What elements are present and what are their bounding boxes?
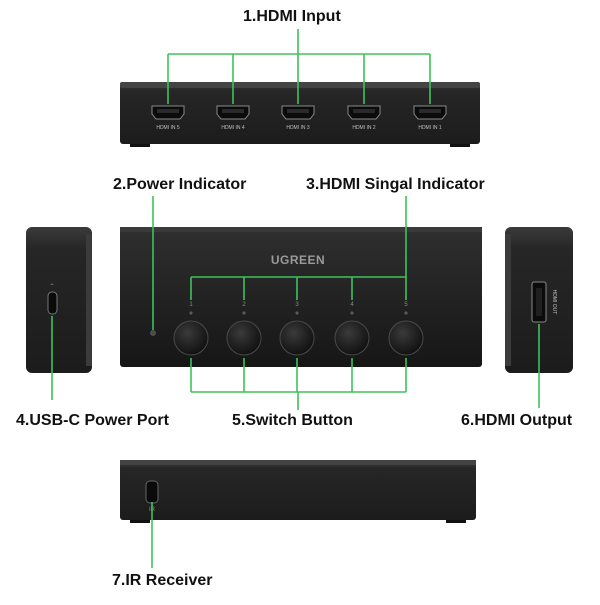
ir-side-top-edge xyxy=(120,460,476,465)
switch-button-group: 2 xyxy=(226,302,262,356)
hdmi-port-label: HDMI IN 4 xyxy=(221,125,245,131)
usbc-port xyxy=(47,291,58,315)
back-panel-top-edge xyxy=(120,82,480,88)
button-number: 2 xyxy=(242,302,246,308)
signal-indicator-leader xyxy=(190,196,407,300)
hdmi-port-contacts xyxy=(222,109,244,113)
hdmi-port-label: HDMI IN 1 xyxy=(418,125,442,131)
power-led xyxy=(150,330,156,336)
hdmi-port-contacts xyxy=(353,109,375,113)
hdmi-input-leader xyxy=(167,29,431,104)
label-ir-receiver: 7.IR Receiver xyxy=(112,572,213,589)
label-hdmi-input: 1.HDMI Input xyxy=(243,8,341,25)
switch-button-leader xyxy=(190,358,407,410)
switch-button-group: 3 xyxy=(279,302,315,356)
signal-indicator-led xyxy=(295,311,299,315)
hdmi-output-label: HDMI OUT xyxy=(551,290,557,315)
leader-lines xyxy=(51,29,540,568)
ir-foot-left xyxy=(130,520,150,523)
hdmi-output-inner xyxy=(536,288,542,316)
label-signal-indicator: 3.HDMI Singal Indicator xyxy=(306,176,485,193)
hdmi-port-contacts xyxy=(157,109,179,113)
ir-side-panel xyxy=(120,460,476,520)
button-number: 5 xyxy=(404,302,408,308)
back-view: HDMI IN 5 HDMI IN 4 HDMI IN 3 HDMI IN 2 HDMI… xyxy=(120,82,480,147)
switch-button-group: 5 xyxy=(388,302,424,356)
hdmi-input-port: HDMI IN 3 xyxy=(281,105,315,131)
ir-window xyxy=(145,480,159,504)
label-switch-button: 5.Switch Button xyxy=(232,412,353,429)
hdmi-input-port: HDMI IN 4 xyxy=(216,105,250,131)
front-panel-top-edge xyxy=(120,227,482,232)
switch-button-group: 1 xyxy=(173,302,209,356)
signal-indicator-led xyxy=(242,311,246,315)
back-foot-left xyxy=(130,144,150,147)
hdmi-port-label: HDMI IN 3 xyxy=(286,125,310,131)
label-power-indicator: 2.Power Indicator xyxy=(113,176,247,193)
switch-button[interactable] xyxy=(388,320,424,356)
right-side-view: HDMI OUT xyxy=(505,227,573,373)
button-number: 1 xyxy=(189,302,193,308)
left-side-edge xyxy=(86,234,92,366)
brand-logo: UGREEN xyxy=(271,253,325,267)
signal-indicator-led xyxy=(404,311,408,315)
hdmi-input-ports: HDMI IN 5 HDMI IN 4 HDMI IN 3 HDMI IN 2 HDMI… xyxy=(151,105,447,131)
label-usbc-power-port: 4.USB-C Power Port xyxy=(16,412,169,429)
hdmi-input-port: HDMI IN 5 xyxy=(151,105,185,131)
signal-indicator-led xyxy=(189,311,193,315)
switch-button[interactable] xyxy=(173,320,209,356)
hdmi-port-contacts xyxy=(287,109,309,113)
switch-button-group: 4 xyxy=(334,302,370,356)
left-side-panel xyxy=(26,227,92,373)
hdmi-input-port: HDMI IN 1 xyxy=(413,105,447,131)
button-number: 3 xyxy=(295,302,299,308)
signal-indicator-led xyxy=(350,311,354,315)
button-number: 4 xyxy=(350,302,354,308)
hdmi-port-label: HDMI IN 5 xyxy=(156,125,180,131)
front-view: UGREEN 1 2 3 4 5 xyxy=(120,227,482,367)
ir-foot-right xyxy=(446,520,466,523)
switch-buttons: 1 2 3 4 5 xyxy=(173,302,424,356)
ir-side-view: IR xyxy=(120,460,476,523)
left-side-view: ⌁ xyxy=(26,227,92,373)
switch-button[interactable] xyxy=(334,320,370,356)
switch-button[interactable] xyxy=(226,320,262,356)
back-foot-right xyxy=(450,144,470,147)
hdmi-port-label: HDMI IN 2 xyxy=(352,125,376,131)
usbc-symbol: ⌁ xyxy=(50,282,54,288)
switch-button[interactable] xyxy=(279,320,315,356)
hdmi-input-port: HDMI IN 2 xyxy=(347,105,381,131)
hdmi-port-contacts xyxy=(419,109,441,113)
label-hdmi-output: 6.HDMI Output xyxy=(461,412,573,429)
right-side-edge xyxy=(505,234,511,366)
